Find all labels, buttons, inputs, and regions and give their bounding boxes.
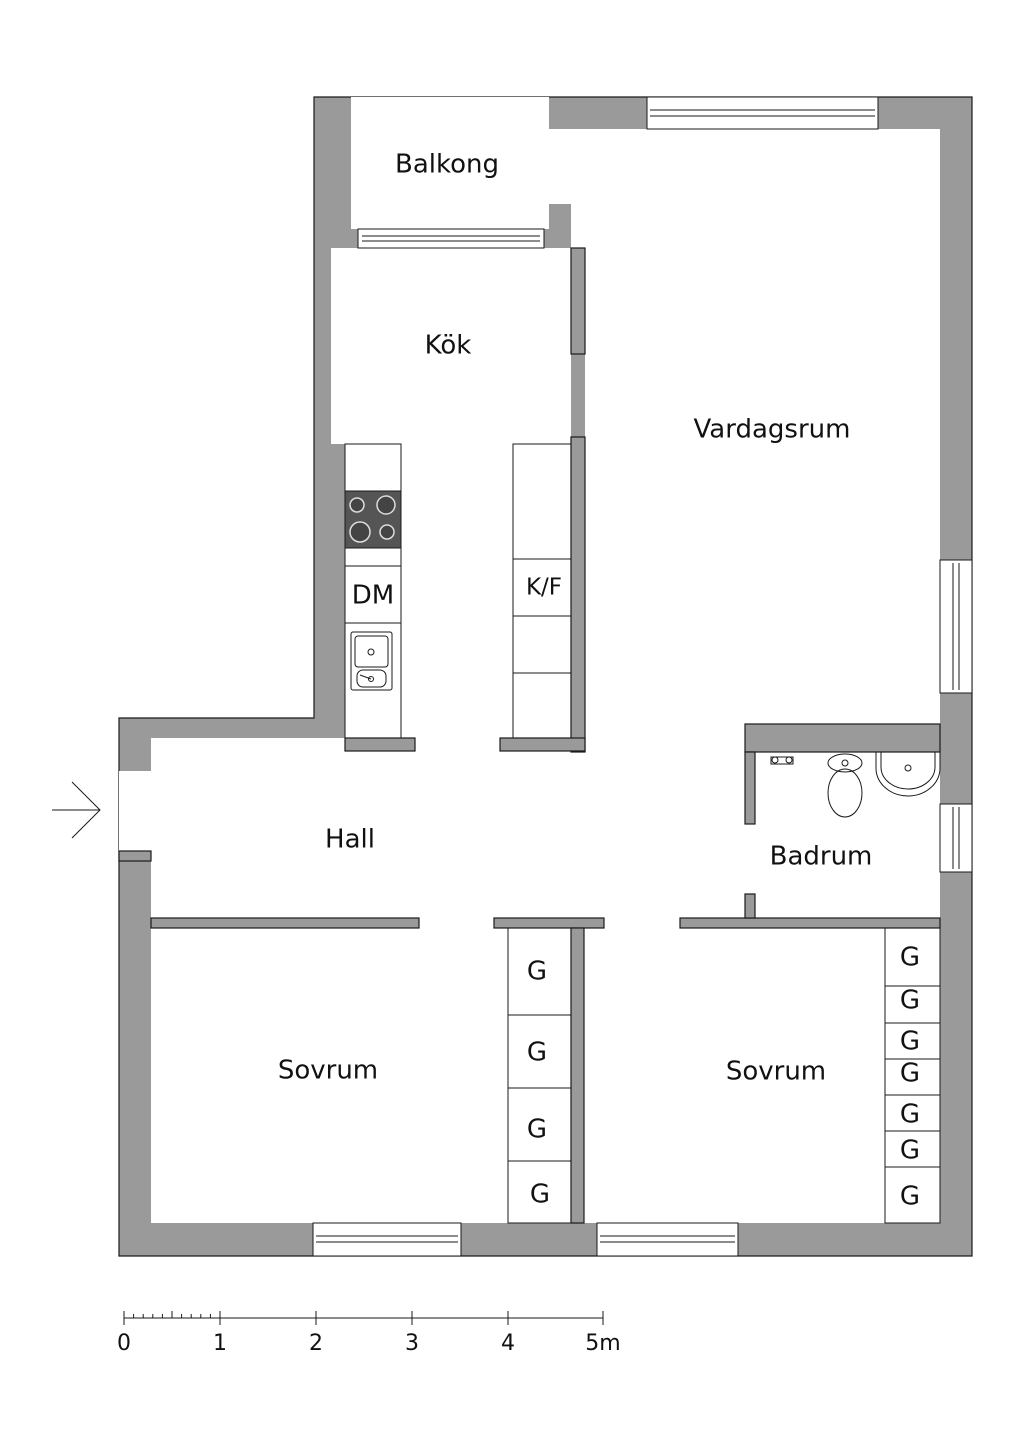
entrance-arrow-icon — [52, 781, 101, 839]
window-bottom-left — [312, 1222, 462, 1257]
wardrobe-label: G — [900, 1027, 920, 1057]
scale-tick-label: 1 — [213, 1331, 227, 1356]
wardrobe-label: G — [900, 1100, 920, 1130]
scale-tick-label: 0 — [117, 1331, 131, 1356]
room-label-hall: Hall — [325, 825, 375, 855]
bathroom-fixtures — [770, 751, 941, 818]
dishwasher-label: DM — [352, 581, 394, 611]
washbasin — [875, 751, 941, 797]
wardrobes-right — [884, 927, 941, 1224]
window-bottom-right — [596, 1222, 739, 1257]
room-label-balkong: Balkong — [395, 150, 499, 180]
scale-bar — [123, 1311, 604, 1325]
scale-tick-label: 4 — [501, 1331, 515, 1356]
scale-tick-label: 5m — [585, 1331, 620, 1356]
room-label-kok: Kök — [425, 331, 472, 361]
sink — [350, 631, 393, 691]
windows — [312, 96, 973, 1257]
window-right-living — [939, 559, 973, 694]
scale-tick-label: 3 — [405, 1331, 419, 1356]
wardrobe-label: G — [527, 957, 547, 987]
toilet — [827, 753, 863, 818]
wardrobe-label: G — [530, 1180, 550, 1210]
room-interiors — [119, 97, 940, 1223]
wardrobe-label: G — [900, 986, 920, 1016]
scale-tick-label: 2 — [309, 1331, 323, 1356]
burner — [349, 497, 365, 513]
wardrobes-left — [507, 927, 572, 1224]
room-label-badrum: Badrum — [770, 842, 873, 872]
room-label-sovrum-right: Sovrum — [726, 1057, 826, 1087]
room-label-vardagsrum: Vardagsrum — [694, 415, 851, 445]
burner — [376, 495, 396, 515]
kitchen-counter-right — [512, 443, 572, 739]
burner — [349, 521, 371, 543]
window-top-living — [646, 96, 879, 130]
shower-tap — [770, 756, 794, 765]
wardrobe-label: G — [900, 943, 920, 973]
interior-walls — [118, 247, 941, 1224]
fridge-freezer-label: K/F — [526, 575, 562, 601]
window-balcony — [357, 228, 545, 249]
wardrobe-label: G — [900, 1059, 920, 1089]
wardrobe-label: G — [900, 1182, 920, 1212]
wardrobe-label: G — [527, 1038, 547, 1068]
wardrobe-label: G — [527, 1115, 547, 1145]
window-right-bath — [939, 803, 973, 873]
burner — [379, 524, 395, 540]
kitchen-counter-left — [344, 443, 402, 739]
room-label-sovrum-left: Sovrum — [278, 1056, 378, 1086]
wardrobe-label: G — [900, 1136, 920, 1166]
